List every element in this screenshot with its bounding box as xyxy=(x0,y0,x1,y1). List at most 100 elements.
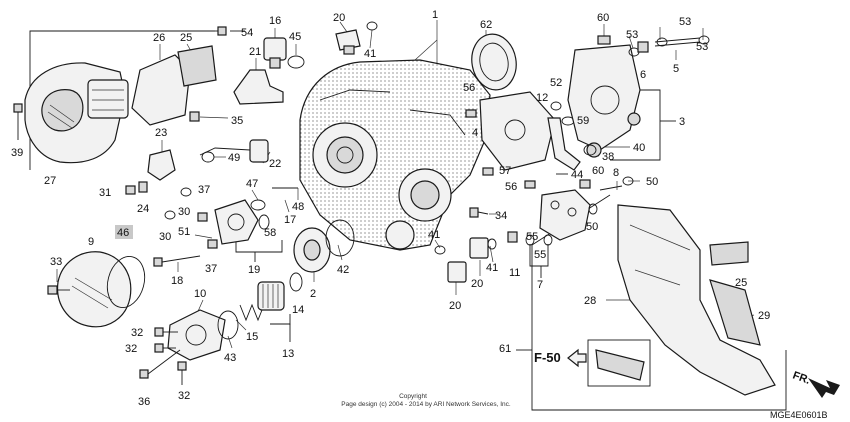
callout-41-lower: 41 xyxy=(428,229,440,241)
bolt-18 xyxy=(153,255,201,267)
callout-25-upper: 25 xyxy=(180,32,192,44)
gear-2 xyxy=(293,227,331,273)
oring-58 xyxy=(258,214,270,230)
bolt-32-c xyxy=(177,361,187,385)
dowel-56-lower xyxy=(524,180,536,189)
callout-10: 10 xyxy=(194,288,206,300)
switch-20-right xyxy=(469,237,489,259)
crankcase-1 xyxy=(299,59,491,251)
callout-30-b: 30 xyxy=(159,231,171,243)
callout-6: 6 xyxy=(640,69,646,81)
bolt-34 xyxy=(469,207,489,218)
diagram-code: MGE4E0601B xyxy=(770,410,828,420)
callout-37-b: 37 xyxy=(205,263,217,275)
bolt-31 xyxy=(125,185,136,195)
callout-5: 5 xyxy=(673,63,679,75)
bolt-60-lower xyxy=(579,179,591,189)
callout-45: 45 xyxy=(289,31,301,43)
washer-50-b xyxy=(588,203,598,215)
callout-47: 47 xyxy=(246,178,258,190)
callout-46: 46 xyxy=(117,227,129,239)
callout-37-a: 37 xyxy=(198,184,210,196)
arrow-left-icon xyxy=(567,348,587,368)
callout-17: 17 xyxy=(284,214,296,226)
washer-53-b xyxy=(656,37,668,47)
callout-41-right: 41 xyxy=(486,262,498,274)
plate-25-upper xyxy=(177,45,217,87)
callout-33: 33 xyxy=(50,256,62,268)
oring-45 xyxy=(287,55,305,69)
callout-13: 13 xyxy=(282,348,294,360)
bolt-33 xyxy=(47,285,70,295)
callout-20-top: 20 xyxy=(333,12,345,24)
callout-7: 7 xyxy=(537,279,543,291)
bolt-39 xyxy=(13,103,23,140)
callout-21: 21 xyxy=(249,46,261,58)
clamp-35 xyxy=(189,111,200,122)
callout-53-c: 53 xyxy=(696,41,708,53)
callout-61: 61 xyxy=(499,343,511,355)
callout-60-top: 60 xyxy=(597,12,609,24)
valve-body-7 xyxy=(539,189,591,241)
callout-55-b: 55 xyxy=(534,249,546,261)
gasket-46 xyxy=(106,256,146,308)
callout-28: 28 xyxy=(584,295,596,307)
callout-4: 4 xyxy=(472,127,478,139)
copyright-line-1: Copyright xyxy=(399,393,427,400)
fwd-reference-label: F-50 xyxy=(534,350,561,365)
oring-38 xyxy=(583,144,597,156)
washer-41-right xyxy=(487,238,497,250)
callout-40: 40 xyxy=(633,142,645,154)
callout-41-top: 41 xyxy=(364,48,376,60)
oring-14 xyxy=(289,272,303,292)
callout-53-a: 53 xyxy=(626,29,638,41)
callout-20-right: 20 xyxy=(471,278,483,290)
gasket-26 xyxy=(131,54,191,126)
oring-55-b xyxy=(543,234,553,246)
shaft-5 xyxy=(654,37,701,47)
callout-27: 27 xyxy=(44,175,56,187)
front-direction-label: FR. xyxy=(791,370,812,387)
bolt-8 xyxy=(599,185,623,191)
callout-56-upper: 56 xyxy=(463,82,475,94)
callout-58: 58 xyxy=(264,227,276,239)
bolt-32-b xyxy=(154,343,176,353)
screw-54 xyxy=(208,26,227,36)
callout-20-lower: 20 xyxy=(449,300,461,312)
callout-55-a: 55 xyxy=(526,231,538,243)
callout-50-a: 50 xyxy=(646,176,658,188)
bolt-36 xyxy=(139,349,181,379)
clip-30-b xyxy=(164,210,176,220)
callout-8: 8 xyxy=(613,167,619,179)
callout-30-a: 30 xyxy=(178,206,190,218)
callout-32-a: 32 xyxy=(131,327,143,339)
side-cover-28 xyxy=(617,204,776,396)
callout-1: 1 xyxy=(432,9,438,21)
callout-29: 29 xyxy=(758,310,770,322)
cover-9 xyxy=(56,251,132,328)
front-arrow-icon xyxy=(808,378,840,398)
callout-34: 34 xyxy=(495,210,507,222)
callout-9: 9 xyxy=(88,236,94,248)
spring-15 xyxy=(239,303,263,322)
callout-22: 22 xyxy=(269,158,281,170)
callout-51: 51 xyxy=(178,226,190,238)
dowel-56-upper xyxy=(465,109,477,118)
callout-24: 24 xyxy=(137,203,149,215)
callout-44: 44 xyxy=(571,169,583,181)
dowel-57 xyxy=(482,167,494,176)
callout-52: 52 xyxy=(550,77,562,89)
callout-32-b: 32 xyxy=(125,343,137,355)
oil-pump-19 xyxy=(214,199,259,245)
callout-42: 42 xyxy=(337,264,349,276)
switch-20-lower xyxy=(447,261,467,283)
oring-55-a xyxy=(525,234,535,246)
callout-19: 19 xyxy=(248,264,260,276)
grommet-49 xyxy=(201,151,215,163)
plate-25-lower xyxy=(709,241,749,266)
callout-39: 39 xyxy=(11,147,23,159)
bracket-23 xyxy=(147,149,176,181)
oring-47 xyxy=(250,199,266,211)
nut-6 xyxy=(637,41,649,53)
